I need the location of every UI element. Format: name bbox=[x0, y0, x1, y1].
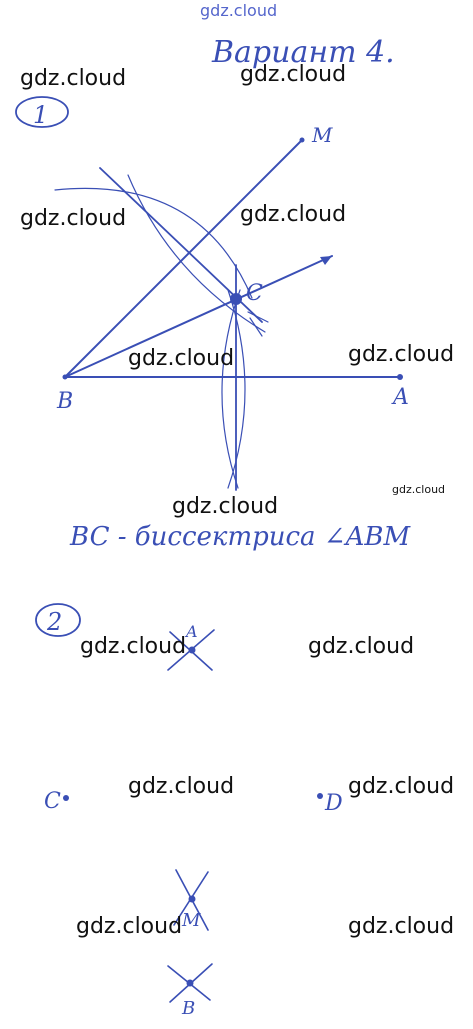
construction-arc-1 bbox=[54, 187, 253, 299]
point-a-task1 bbox=[397, 374, 403, 380]
cross-arc-c-2 bbox=[249, 317, 263, 337]
watermark: gdz.cloud bbox=[348, 774, 455, 799]
point-m-task1 bbox=[299, 137, 305, 143]
watermark: gdz.cloud bbox=[20, 206, 127, 231]
watermark: gdz.cloud bbox=[128, 346, 235, 371]
watermark: gdz.cloud bbox=[76, 914, 183, 939]
watermark: gdz.cloud bbox=[240, 62, 347, 87]
task2-number-circle bbox=[35, 603, 81, 637]
construction-arc-2 bbox=[127, 174, 266, 333]
label-c-task2: C bbox=[44, 789, 61, 814]
point-c-task2 bbox=[63, 795, 69, 801]
label-a-task1: A bbox=[391, 385, 409, 410]
watermark: gdz.cloud bbox=[20, 66, 127, 91]
point-c-task1 bbox=[230, 293, 242, 305]
arrow-head-bc bbox=[320, 256, 332, 265]
label-b-task1: B bbox=[56, 389, 73, 414]
watermark: gdz.cloud bbox=[128, 774, 235, 799]
label-b-task2: B bbox=[181, 998, 195, 1019]
point-m-task2 bbox=[188, 895, 196, 903]
watermark-small: gdz.cloud bbox=[392, 483, 446, 496]
label-m-task1: M bbox=[311, 123, 333, 147]
watermark: gdz.cloud bbox=[348, 914, 455, 939]
label-d-task2: D bbox=[324, 791, 343, 816]
point-b-task2 bbox=[186, 979, 194, 987]
variant-title: Вариант 4. bbox=[211, 35, 395, 70]
task1-number: 1 bbox=[33, 101, 48, 129]
point-d-task2 bbox=[317, 793, 323, 799]
construction-arc-3 bbox=[221, 289, 241, 489]
task2-number: 2 bbox=[46, 608, 62, 636]
site-watermark-top: gdz.cloud bbox=[200, 1, 278, 20]
watermark: gdz.cloud bbox=[240, 202, 347, 227]
construction-arc-4 bbox=[227, 289, 246, 489]
ray-bm bbox=[64, 139, 303, 378]
point-b-task1 bbox=[62, 374, 68, 380]
watermark: gdz.cloud bbox=[80, 634, 187, 659]
task1-conclusion: BC - биссектриса ∠ABM bbox=[69, 522, 411, 552]
task1-number-circle bbox=[15, 96, 69, 128]
watermark: gdz.cloud bbox=[308, 634, 415, 659]
label-a-task2: A bbox=[184, 622, 198, 641]
watermark: gdz.cloud bbox=[172, 494, 279, 519]
bisector-bc bbox=[64, 255, 333, 378]
label-c-task1: C bbox=[246, 281, 263, 306]
watermark: gdz.cloud bbox=[348, 342, 455, 367]
cross-arc-c-1 bbox=[247, 311, 269, 323]
label-m-task2: M bbox=[181, 910, 201, 931]
point-a-task2 bbox=[188, 646, 196, 654]
